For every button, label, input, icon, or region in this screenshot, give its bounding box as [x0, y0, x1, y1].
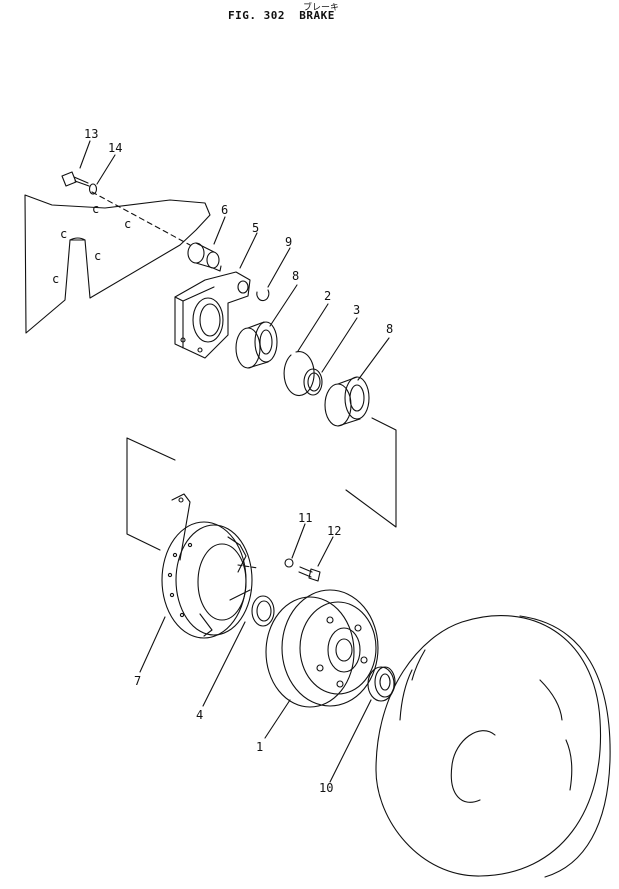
callout-2: 2 — [324, 289, 331, 303]
frame-mark-3: c — [124, 217, 131, 231]
bearing-8-upper — [235, 321, 278, 369]
bolt-12 — [298, 566, 321, 582]
callout-11: 11 — [298, 511, 312, 525]
callout-5: 5 — [252, 221, 259, 235]
callout-14: 14 — [108, 141, 122, 155]
callout-10: 10 — [319, 781, 333, 795]
frame-mark-1: c — [60, 227, 67, 241]
callout-8-upper: 8 — [292, 269, 299, 283]
frame-mark-2: c — [92, 202, 99, 216]
figure-name: BRAKE — [299, 9, 335, 22]
callout-7: 7 — [134, 674, 141, 688]
pin-6 — [187, 242, 222, 272]
callout-4: 4 — [196, 708, 203, 722]
callout-labels: 13 14 6 5 9 8 2 3 8 11 12 7 4 1 10 — [84, 127, 393, 795]
callout-6: 6 — [221, 203, 228, 217]
snap-ring-9 — [256, 289, 270, 302]
figure-number: FIG. 302 — [228, 9, 285, 22]
snap-ring-2 — [283, 350, 315, 397]
brake-drum-1 — [265, 589, 379, 708]
callout-3: 3 — [353, 303, 360, 317]
brake-assembly-7 — [161, 493, 259, 639]
assembly-guide-right — [345, 417, 397, 528]
callout-8-lower: 8 — [386, 322, 393, 336]
assembly-guide-left — [126, 437, 176, 551]
spacer-3 — [303, 368, 323, 396]
frame-mark-5: c — [52, 272, 59, 286]
callout-12: 12 — [327, 524, 341, 538]
bolt-13 — [61, 171, 90, 187]
frame-plate: c c c c c — [24, 194, 211, 334]
figure-title: FIG. 302 BRAKE — [228, 9, 335, 22]
callout-1: 1 — [256, 740, 263, 754]
tire — [375, 615, 611, 878]
centerline-upper — [91, 191, 191, 246]
oil-seal-4 — [251, 595, 275, 627]
washer-14 — [88, 183, 98, 195]
washer-11 — [284, 558, 294, 568]
bearing-8-lower — [324, 376, 370, 427]
callout-9: 9 — [285, 235, 292, 249]
bearing-10 — [367, 666, 396, 702]
bearing-housing-5 — [174, 271, 251, 359]
frame-mark-4: c — [94, 249, 101, 263]
header-kana: ブレーキ — [303, 3, 340, 13]
callout-13: 13 — [84, 127, 98, 141]
leader-lines — [79, 140, 390, 783]
